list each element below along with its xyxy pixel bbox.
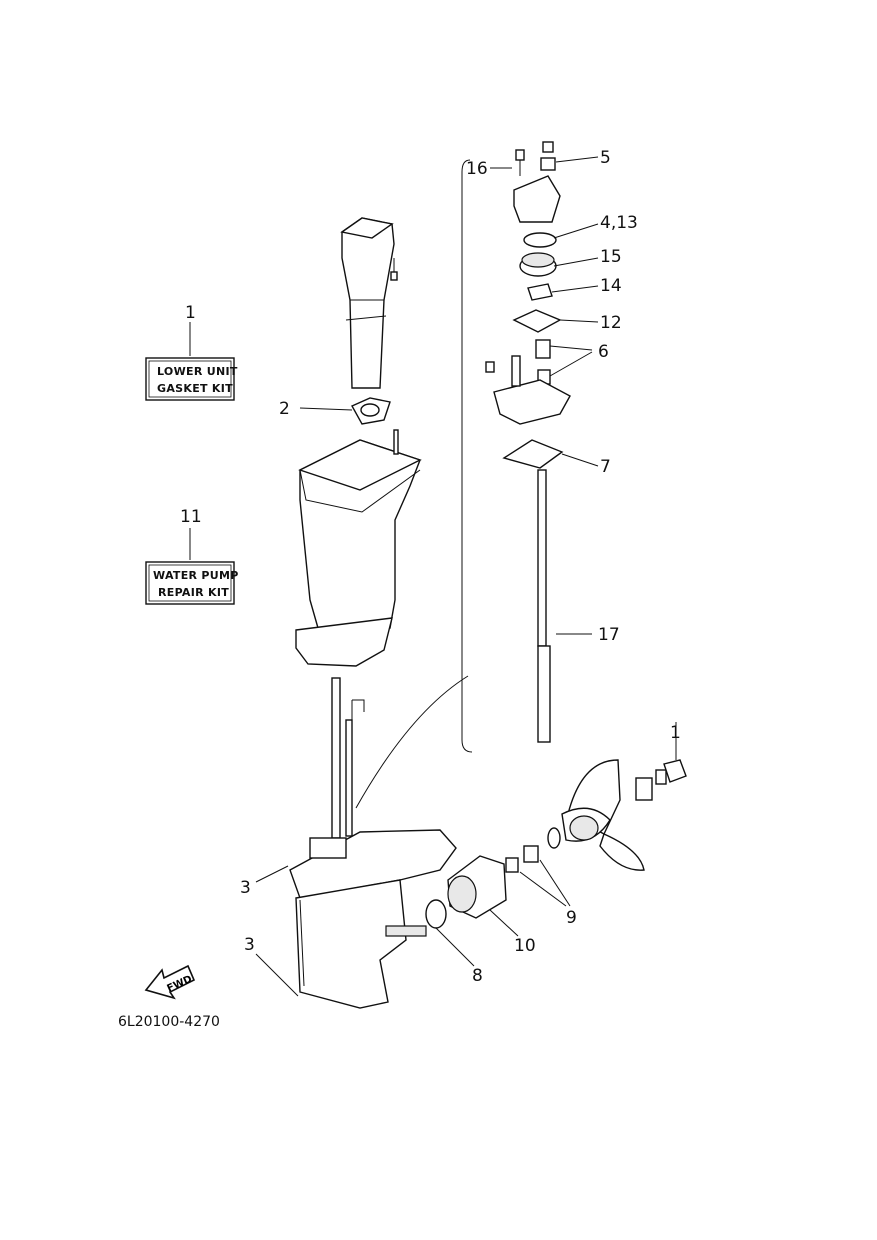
callout-17: 17 <box>598 625 620 645</box>
upper-casing <box>340 217 398 389</box>
callout-5: 5 <box>600 148 611 168</box>
callout-9: 9 <box>566 908 577 928</box>
callout-14: 14 <box>600 276 622 296</box>
callout-4-13: 4,13 <box>600 213 638 233</box>
callout-16: 16 <box>466 159 488 179</box>
callout-3-lower: 3 <box>244 935 255 955</box>
callout-1-top: 1 <box>670 723 681 743</box>
water-pump-parts <box>485 141 571 743</box>
diagram-code: 6L20100-4270 <box>118 1014 220 1030</box>
leader-lines <box>189 156 599 997</box>
assembly-leader <box>355 675 469 809</box>
lower-unit-line1: LOWER UNIT <box>157 365 238 378</box>
drive-shaft-housing <box>295 429 422 667</box>
callout-7: 7 <box>600 457 611 477</box>
callout-8: 8 <box>472 966 483 986</box>
callout-12: 12 <box>600 313 622 333</box>
water-pump-line1: WATER PUMP <box>153 569 239 582</box>
propeller-group <box>425 722 687 929</box>
shafts <box>331 677 365 839</box>
fwd-arrow-icon: FWD <box>144 964 196 1000</box>
callout-1-kit: 1 <box>185 303 196 323</box>
water-pump-line2: REPAIR KIT <box>158 586 229 599</box>
callout-3-upper: 3 <box>240 878 251 898</box>
callout-15: 15 <box>600 247 622 267</box>
callout-10: 10 <box>514 936 536 956</box>
water-pump-repair-kit-box: WATER PUMP REPAIR KIT <box>145 561 239 605</box>
callout-6: 6 <box>598 342 609 362</box>
assembly-bracket <box>461 159 473 753</box>
lower-unit-gasket-kit-box: LOWER UNIT GASKET KIT <box>145 357 238 401</box>
callout-2: 2 <box>279 399 290 419</box>
lower-gearcase <box>289 829 457 1009</box>
lower-unit-line2: GASKET KIT <box>157 382 233 395</box>
callout-11-kit: 11 <box>180 507 202 527</box>
